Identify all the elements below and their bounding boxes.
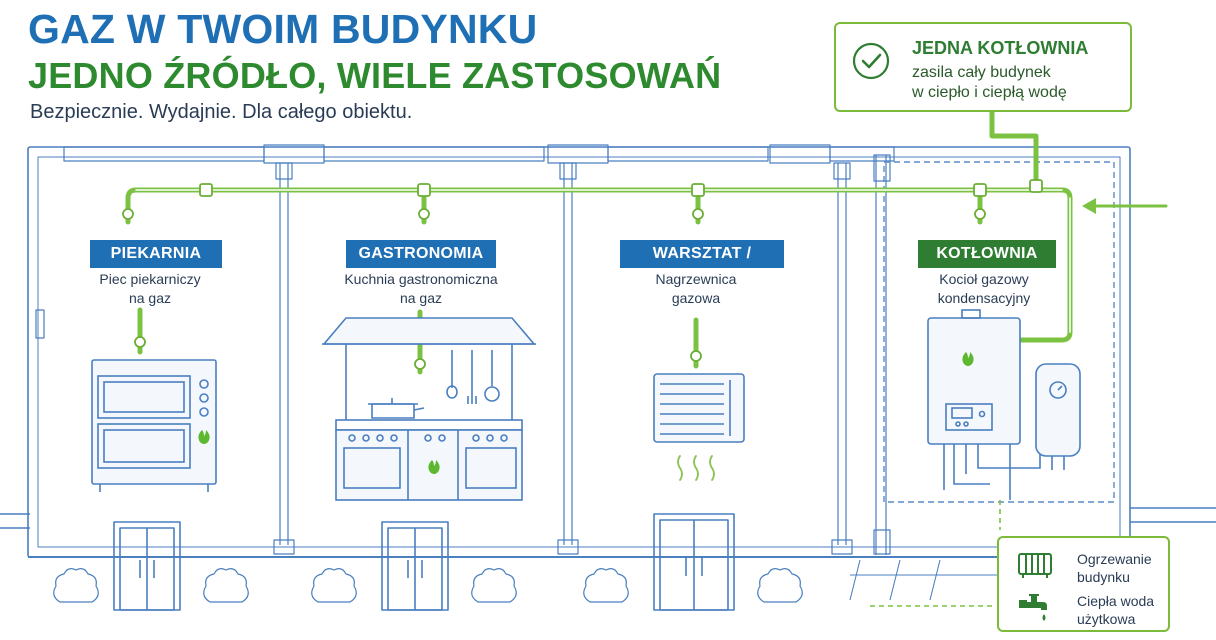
water-tap-icon bbox=[1019, 594, 1047, 621]
title-line-2: JEDNO ŹRÓDŁO, WIELE ZASTOSOWAŃ bbox=[28, 55, 722, 96]
radiator-icon bbox=[1018, 553, 1052, 578]
title-line-1: GAZ W TWOIM BUDYNKU bbox=[28, 6, 538, 52]
pipe-fittings bbox=[122, 179, 1043, 370]
gas-inlet-arrow bbox=[1082, 198, 1096, 214]
interior-columns bbox=[35, 154, 891, 555]
room-label-kotlownia: KOTŁOWNIA bbox=[918, 240, 1056, 268]
gas-heater-icon bbox=[653, 373, 745, 443]
heat-waves bbox=[677, 455, 715, 481]
boiler-flame-icon bbox=[962, 352, 974, 366]
boiler-room-outline bbox=[883, 161, 1115, 503]
gas-boiler-icon bbox=[927, 309, 1081, 500]
shrubs bbox=[53, 568, 803, 603]
callout-line-2: w ciepło i ciepłą wodę bbox=[912, 84, 1067, 101]
kitchen-flame-icon bbox=[428, 460, 440, 474]
room-label-piekarnia: PIEKARNIA bbox=[90, 240, 222, 268]
callout-title: JEDNA KOTŁOWNIA bbox=[912, 38, 1089, 58]
oven-flame-icon bbox=[198, 430, 210, 444]
door-2 bbox=[381, 521, 449, 611]
room-label-gastronomia: GASTRONOMIA bbox=[346, 240, 496, 268]
paving bbox=[849, 559, 1000, 601]
kitchen-stove-icon bbox=[322, 317, 536, 501]
room-label-warsztat: WARSZTAT / USŁUGI bbox=[620, 240, 784, 290]
door-1 bbox=[113, 521, 181, 611]
building-walls bbox=[27, 144, 1131, 558]
subtitle: Bezpiecznie. Wydajnie. Dla całego obiekt… bbox=[30, 101, 413, 123]
callout-box: JEDNA KOTŁOWNIA zasila cały budynek w ci… bbox=[834, 22, 1132, 112]
callout-line-1: zasila cały budynek bbox=[912, 64, 1051, 81]
check-circle-icon bbox=[852, 42, 890, 80]
door-3 bbox=[653, 513, 735, 611]
oven-icon bbox=[91, 359, 217, 492]
